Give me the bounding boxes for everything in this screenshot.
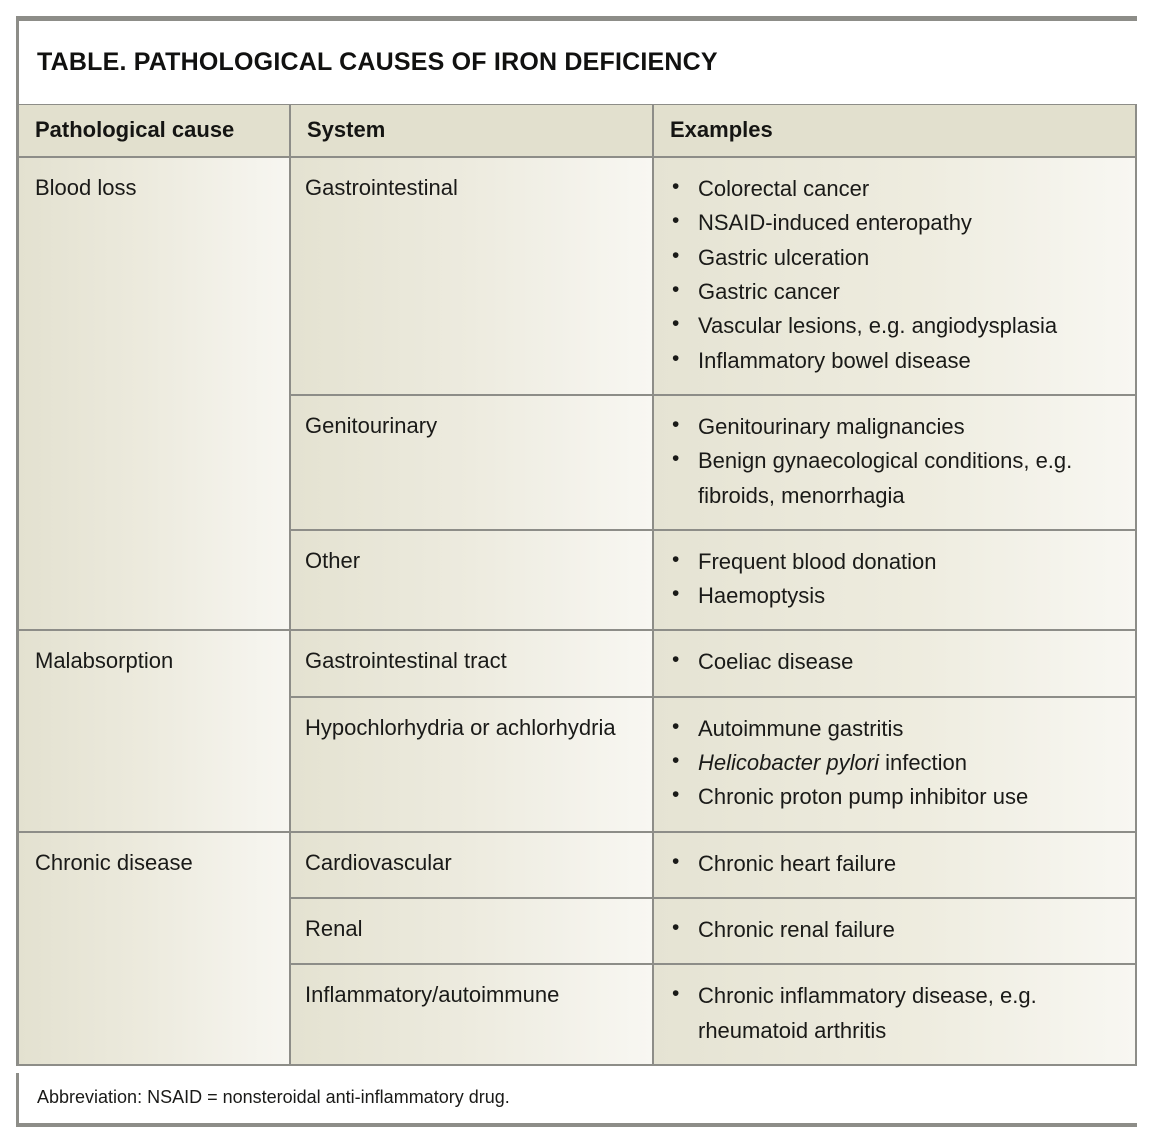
example-list-item: Chronic renal failure [664,912,1123,947]
example-list: Chronic inflammatory disease, e.g. rheum… [664,978,1123,1048]
data-table: Pathological cause System Examples Blood… [16,104,1137,1066]
example-list-item: Helicobacter pylori infection [664,745,1123,780]
examples-cell: Genitourinary malignanciesBenign gynaeco… [654,395,1135,529]
example-list-item: Vascular lesions, e.g. angiodysplasia [664,308,1123,343]
example-list-item: Chronic inflammatory disease, e.g. rheum… [664,978,1123,1048]
table-group: Blood lossGastrointestinalColorectal can… [19,158,1135,632]
species-name: Helicobacter pylori [698,750,879,776]
table-row: GenitourinaryGenitourinary malignanciesB… [291,395,1135,531]
examples-cell: Autoimmune gastritisHelicobacter pylori … [654,697,1135,831]
examples-cell: Chronic renal failure [654,899,1135,964]
examples-cell: Chronic inflammatory disease, e.g. rheum… [654,965,1135,1064]
examples-cell: Frequent blood donationHaemoptysis [654,530,1135,630]
examples-cell: Colorectal cancerNSAID-induced enteropat… [654,158,1135,394]
example-list: Genitourinary malignanciesBenign gynaeco… [664,409,1123,513]
example-list: Chronic renal failure [664,912,1123,947]
example-list-item: Coeliac disease [664,644,1123,679]
subrow-stack: GastrointestinalColorectal cancerNSAID-i… [291,158,1135,630]
example-list-item: Chronic heart failure [664,846,1123,881]
example-list: Frequent blood donationHaemoptysis [664,544,1123,614]
system-cell: Gastrointestinal tract [291,631,654,696]
table-row: OtherFrequent blood donationHaemoptysis [291,530,1135,630]
table-row: GastrointestinalColorectal cancerNSAID-i… [291,158,1135,396]
examples-cell: Chronic heart failure [654,832,1135,897]
example-list-item: NSAID-induced enteropathy [664,205,1123,240]
example-list-item: Frequent blood donation [664,544,1123,579]
column-header-pathological-cause: Pathological cause [19,105,291,156]
table-row: Cardiovascular Chronic heart failure [291,832,1135,899]
table-row: Inflammatory/autoimmuneChronic inflammat… [291,965,1135,1064]
system-cell: Cardiovascular [291,832,654,897]
table-footnote: Abbreviation: NSAID = nonsteroidal anti-… [37,1087,510,1108]
system-cell: Genitourinary [291,395,654,529]
example-list-item: Benign gynaecological conditions, e.g. f… [664,443,1123,513]
table-footnote-box: Abbreviation: NSAID = nonsteroidal anti-… [16,1072,1137,1127]
examples-cell: Coeliac disease [654,631,1135,696]
cause-cell: Chronic disease [19,832,291,1064]
system-cell: Renal [291,899,654,964]
example-list-item: Inflammatory bowel disease [664,343,1123,378]
example-list: Coeliac disease [664,644,1123,679]
example-list-item: Gastric cancer [664,274,1123,309]
example-list-item: Haemoptysis [664,578,1123,613]
example-list: Chronic heart failure [664,846,1123,881]
table-title: TABLE. PATHOLOGICAL CAUSES OF IRON DEFIC… [37,48,718,76]
system-cell: Other [291,530,654,630]
table-header-row: Pathological cause System Examples [19,105,1135,158]
example-list-item: Colorectal cancer [664,171,1123,206]
example-list-item: Genitourinary malignancies [664,409,1123,444]
example-list-item: Chronic proton pump inhibitor use [664,779,1123,814]
table-row: Gastrointestinal tract Coeliac disease [291,631,1135,698]
cause-cell: Blood loss [19,158,291,630]
system-cell: Hypochlorhydria or achlorhydria [291,697,654,831]
system-cell: Gastrointestinal [291,158,654,394]
table-figure: TABLE. PATHOLOGICAL CAUSES OF IRON DEFIC… [16,16,1137,1127]
example-list: Colorectal cancerNSAID-induced enteropat… [664,171,1123,378]
example-list-item: Gastric ulceration [664,240,1123,275]
column-header-examples: Examples [654,105,1135,156]
system-cell: Inflammatory/autoimmune [291,965,654,1064]
cause-cell: Malabsorption [19,631,291,831]
column-header-system: System [291,105,654,156]
example-list-item: Autoimmune gastritis [664,711,1123,746]
example-list: Autoimmune gastritisHelicobacter pylori … [664,711,1123,815]
table-row: Hypochlorhydria or achlorhydriaAutoimmun… [291,697,1135,831]
subrow-stack: Gastrointestinal tract Coeliac diseaseHyp… [291,631,1135,831]
table-body: Blood lossGastrointestinalColorectal can… [19,158,1135,1064]
table-row: Renal Chronic renal failure [291,899,1135,966]
subrow-stack: Cardiovascular Chronic heart failureRenal… [291,832,1135,1064]
table-title-box: TABLE. PATHOLOGICAL CAUSES OF IRON DEFIC… [16,16,1137,104]
